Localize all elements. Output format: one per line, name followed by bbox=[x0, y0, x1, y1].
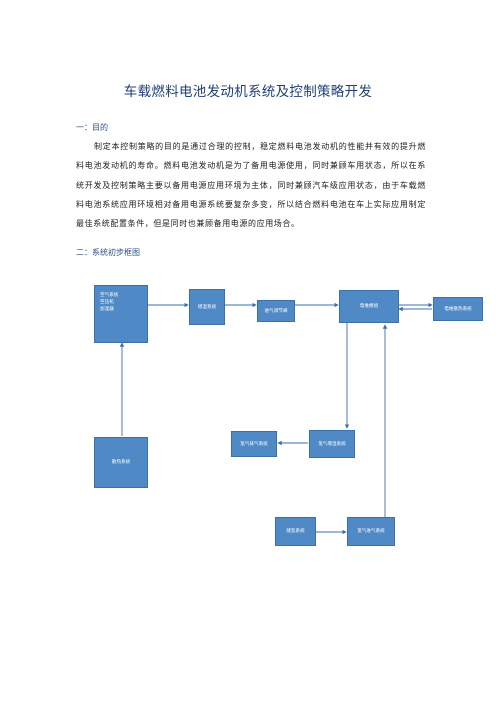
compressor-label: 空压机 bbox=[100, 300, 114, 305]
h2-exhaust-box: 氢气排气系统 bbox=[231, 431, 277, 457]
cooling-system-box: 散热系统 bbox=[94, 437, 148, 488]
humidifier-system-box: 增湿系统 bbox=[189, 289, 225, 325]
air-system-label: 空气系统 bbox=[100, 293, 119, 298]
purpose-paragraph: 制定本控制策略的目的是通过合理的控制，稳定燃料电池发动机的性能并有效的提升燃料电… bbox=[76, 142, 426, 229]
stack-heat-system-box: 电堆散热系统 bbox=[433, 297, 483, 321]
intake-valve-box: 进气调节阀 bbox=[257, 300, 295, 322]
stack-module-box: 电堆模组 bbox=[339, 290, 399, 323]
humidifier-label: 加湿器 bbox=[100, 307, 114, 312]
h2-storage-box: 储氢系统 bbox=[275, 517, 316, 546]
page-title: 车载燃料电池发动机系统及控制策略开发 bbox=[123, 84, 373, 100]
h2-intake-box: 氢气进气系统 bbox=[347, 517, 395, 546]
section-heading-diagram: 二：系统初步框图 bbox=[76, 248, 140, 257]
section-heading-purpose: 一：目的 bbox=[76, 123, 108, 132]
h2-recirc-box: 氢气增湿系统 bbox=[309, 430, 355, 458]
air-system-box: 空气系统 空压机 加湿器 bbox=[94, 285, 148, 343]
